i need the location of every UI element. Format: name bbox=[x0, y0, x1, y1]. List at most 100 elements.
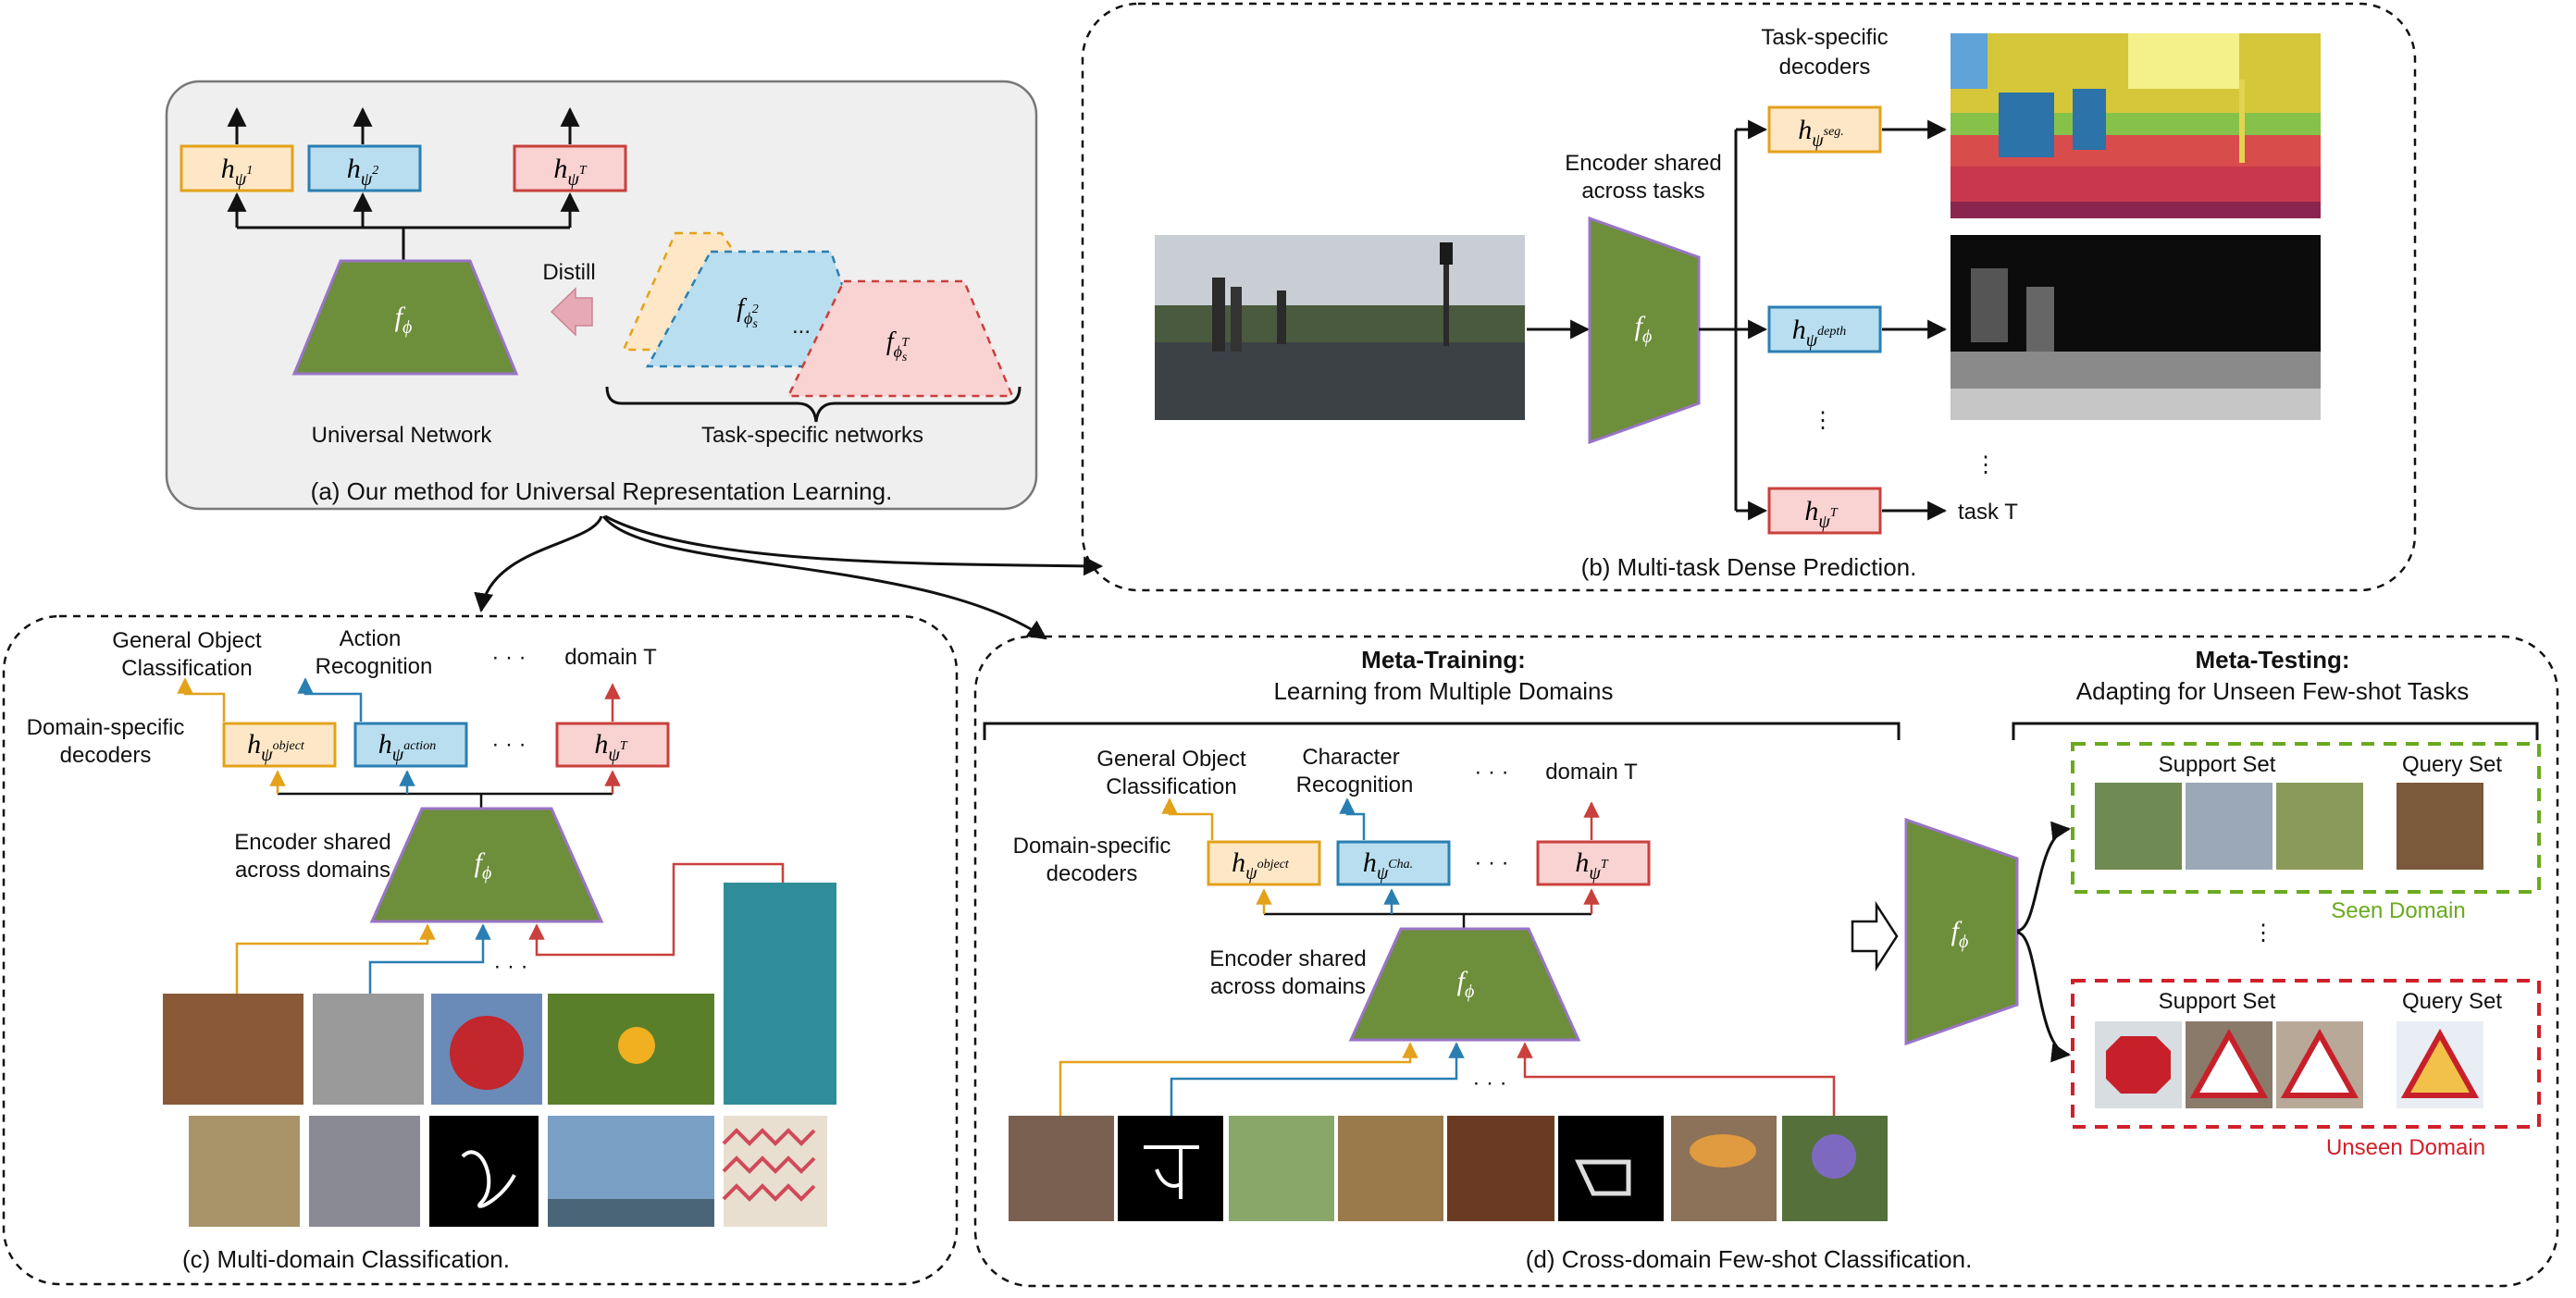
decoder-box-1 bbox=[180, 144, 294, 192]
decoder-vdots: ⋮ bbox=[1812, 408, 1834, 433]
feed-object bbox=[1059, 1042, 1418, 1116]
task-networks-brace bbox=[605, 386, 1022, 423]
photo-thumbnail bbox=[1229, 1116, 1334, 1221]
photo-thumbnail bbox=[1812, 1134, 1856, 1179]
arrow-out-action bbox=[297, 677, 363, 722]
seen-support-set-label: Support Set bbox=[2159, 752, 2276, 777]
photo-thumbnail bbox=[2186, 783, 2273, 870]
action-label-1: Action bbox=[340, 626, 402, 651]
photo-thumbnail bbox=[450, 1016, 524, 1090]
photo-thumbnail bbox=[1671, 1116, 1777, 1221]
feed-dots: · · · bbox=[1472, 1070, 1506, 1095]
decoder-label-2: hψ2 bbox=[347, 154, 378, 190]
encoder-shared-domains-1: Encoder shared bbox=[234, 830, 390, 855]
decoder-action-box bbox=[353, 722, 468, 768]
meta-testing-sub: Adapting for Unseen Few-shot Tasks bbox=[2076, 677, 2469, 705]
domain-specific-label-1: Domain-specific bbox=[27, 715, 185, 740]
depth-output bbox=[1951, 235, 2321, 420]
arrow-to-unseen bbox=[2016, 931, 2072, 1063]
hollow-arrow-icon bbox=[1851, 900, 1899, 972]
decoder-seg-box bbox=[1767, 105, 1882, 154]
panel-b: Encoder shared across tasks fϕ Task-spec… bbox=[1081, 2, 2417, 592]
photo-thumbnail bbox=[1558, 1116, 1664, 1221]
arrow-to-seen bbox=[2016, 821, 2072, 933]
photo-thumbnail bbox=[189, 1116, 300, 1227]
panel-a: hψ1 hψ2 hψT fϕ Universal Network Distill… bbox=[165, 80, 1038, 511]
photo-thumbnail bbox=[163, 994, 303, 1105]
photo-thumbnail bbox=[1009, 1116, 1114, 1221]
domain-t-label: domain T bbox=[1545, 760, 1638, 785]
decoder-seg-label: hψseg. bbox=[1798, 115, 1844, 151]
decoder-T-box bbox=[1767, 487, 1882, 535]
decoder-box-2 bbox=[307, 144, 422, 192]
panel-c-frame bbox=[2, 614, 959, 1286]
panel-c-caption: (c) Multi-domain Classification. bbox=[182, 1245, 510, 1273]
feed-cha bbox=[1170, 1042, 1465, 1116]
seen-domain-label: Seen Domain bbox=[2331, 898, 2465, 923]
task-specific-decoders-1: Task-specific bbox=[1761, 25, 1888, 50]
task-network-dots: ... bbox=[792, 314, 811, 339]
decoder-depth-label: hψdepth bbox=[1792, 315, 1847, 351]
meta-training-title: Meta-Training: bbox=[1361, 646, 1526, 674]
panel-d-frame bbox=[973, 635, 2559, 1288]
photo-thumbnail bbox=[1690, 1134, 1756, 1168]
domain-specific-label-2: decoders bbox=[1046, 861, 1138, 886]
encoder-shared-tasks-2: across tasks bbox=[1581, 179, 1704, 204]
feed-dots: · · · bbox=[493, 954, 527, 979]
domain-t-label: domain T bbox=[564, 645, 657, 670]
panel-a-caption: (a) Our method for Universal Representat… bbox=[311, 477, 893, 505]
multi-domain-encoder bbox=[369, 807, 604, 923]
decoder-T-label: hψT bbox=[1575, 847, 1608, 884]
panel-b-frame bbox=[1081, 2, 2417, 592]
decoder-depth-box bbox=[1767, 305, 1882, 353]
photo-thumbnail bbox=[429, 1116, 539, 1227]
photo-thumbnail bbox=[461, 1150, 516, 1208]
general-object-label-2: Classification bbox=[121, 656, 252, 681]
universal-encoder bbox=[291, 259, 519, 376]
decoder-dots: · · · bbox=[1474, 850, 1508, 875]
task-specific-networks-label: Task-specific networks bbox=[701, 423, 923, 448]
task-network-T bbox=[786, 279, 1014, 398]
decoder-dots: · · · bbox=[491, 732, 526, 757]
domain-specific-label-2: decoders bbox=[60, 743, 152, 768]
photo-thumbnail bbox=[1338, 1116, 1443, 1221]
arrow-out-object bbox=[177, 677, 226, 722]
decoder-action-label: hψaction bbox=[378, 729, 436, 765]
general-object-label-1: General Object bbox=[1096, 747, 1246, 772]
action-label-2: Recognition bbox=[316, 654, 433, 679]
feed-action bbox=[368, 923, 491, 994]
feed-object bbox=[235, 923, 436, 994]
unseen-query-set-label: Query Set bbox=[2402, 989, 2502, 1014]
seen-query-set-label: Query Set bbox=[2402, 752, 2502, 777]
photo-thumbnail bbox=[2280, 1028, 2359, 1098]
decoder-object-box bbox=[1207, 840, 1321, 886]
meta-training-brace bbox=[983, 722, 1901, 740]
photo-thumbnail bbox=[309, 1116, 420, 1227]
photo-thumbnail bbox=[1447, 1116, 1554, 1221]
top-dots: · · · bbox=[491, 645, 526, 670]
task-network-2-label: fϕs2 bbox=[737, 294, 759, 331]
decoder-box-T bbox=[513, 144, 627, 192]
decoder-object-box bbox=[222, 722, 337, 768]
domain-specific-label-1: Domain-specific bbox=[1013, 834, 1171, 859]
photo-thumbnail bbox=[722, 1128, 816, 1202]
task-t-label: task T bbox=[1958, 500, 2018, 525]
photo-thumbnail bbox=[313, 994, 424, 1105]
arrow-a-to-b bbox=[604, 514, 1104, 576]
panel-c: General Object Classification Action Rec… bbox=[2, 614, 959, 1286]
meta-test-encoder bbox=[1904, 817, 2019, 1046]
photo-thumbnail bbox=[2396, 783, 2483, 870]
task-network-T-label: fϕsT bbox=[886, 328, 910, 365]
photo-thumbnail bbox=[724, 883, 836, 1105]
decoder-label-1: hψ1 bbox=[221, 154, 253, 190]
segmentation-output bbox=[1951, 33, 2321, 218]
task-specific-decoders-2: decoders bbox=[1779, 55, 1871, 80]
photo-thumbnail bbox=[1144, 1145, 1199, 1199]
universal-network-label: Universal Network bbox=[312, 423, 493, 448]
unseen-domain-label: Unseen Domain bbox=[2326, 1135, 2485, 1160]
street-photo bbox=[1155, 235, 1525, 420]
character-label-1: Character bbox=[1302, 745, 1399, 770]
decoder-cha-box bbox=[1336, 840, 1451, 886]
photo-thumbnail bbox=[1575, 1159, 1631, 1196]
